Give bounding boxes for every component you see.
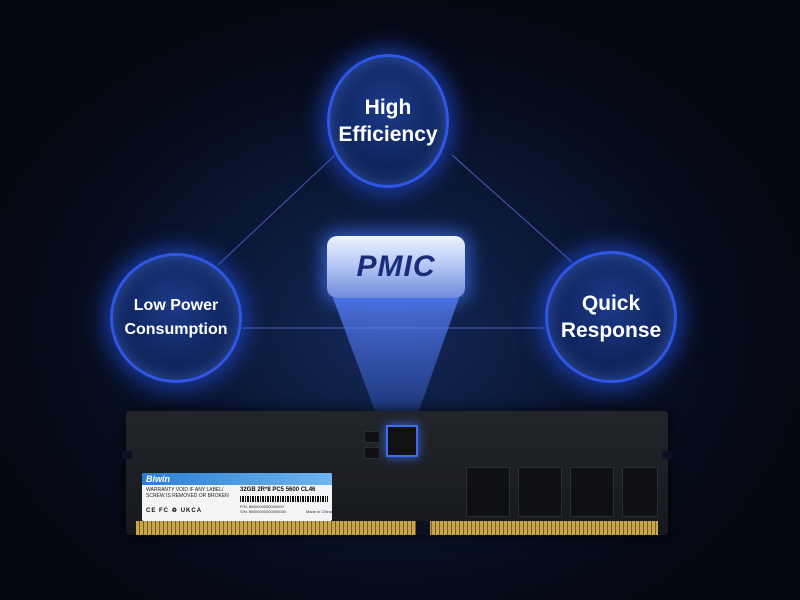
spec-text: 32GB 2R*8 PC5 5600 CL46 <box>240 487 316 493</box>
barcode <box>240 496 328 502</box>
feature-high-efficiency-label: High Efficiency <box>338 96 438 146</box>
pmic-chip <box>386 425 418 457</box>
module-sticker: Biwin WARRANTY VOID IF ANY LABEL/ SCREW … <box>142 473 332 521</box>
key-notch <box>416 521 430 535</box>
inductor <box>364 431 380 443</box>
module-side-notch-left <box>122 451 132 459</box>
pmic-badge: PMIC <box>327 236 465 298</box>
ram-module: Biwin WARRANTY VOID IF ANY LABEL/ SCREW … <box>122 411 672 535</box>
line-top-left <box>217 154 336 266</box>
warranty-text: WARRANTY VOID IF ANY LABEL/ SCREW IS REM… <box>146 487 229 499</box>
part-number: P/N: BM0000000000000 <box>240 504 284 509</box>
module-side-notch-right <box>662 451 672 459</box>
gold-contacts <box>136 521 658 535</box>
feature-low-power-label: Low Power Consumption <box>124 297 228 338</box>
feature-high-efficiency: High Efficiency <box>327 54 449 188</box>
pmic-label: PMIC <box>356 250 436 283</box>
sticker-band <box>142 473 332 485</box>
serial-number: S/N: BM00000000000000 <box>240 509 287 514</box>
brand-logo: Biwin <box>146 474 170 484</box>
feature-quick-response: Quick Response <box>545 251 677 383</box>
memory-chip <box>622 467 658 517</box>
certification-marks: CE FC ♻ UKCA <box>146 508 203 514</box>
memory-chip <box>466 467 510 517</box>
memory-chip <box>570 467 614 517</box>
line-top-right <box>451 154 573 263</box>
feature-quick-response-label: Quick Response <box>560 292 662 342</box>
feature-low-power: Low Power Consumption <box>110 253 242 383</box>
memory-chip <box>518 467 562 517</box>
origin-text: Made in China <box>306 509 332 514</box>
inductor <box>364 447 380 459</box>
